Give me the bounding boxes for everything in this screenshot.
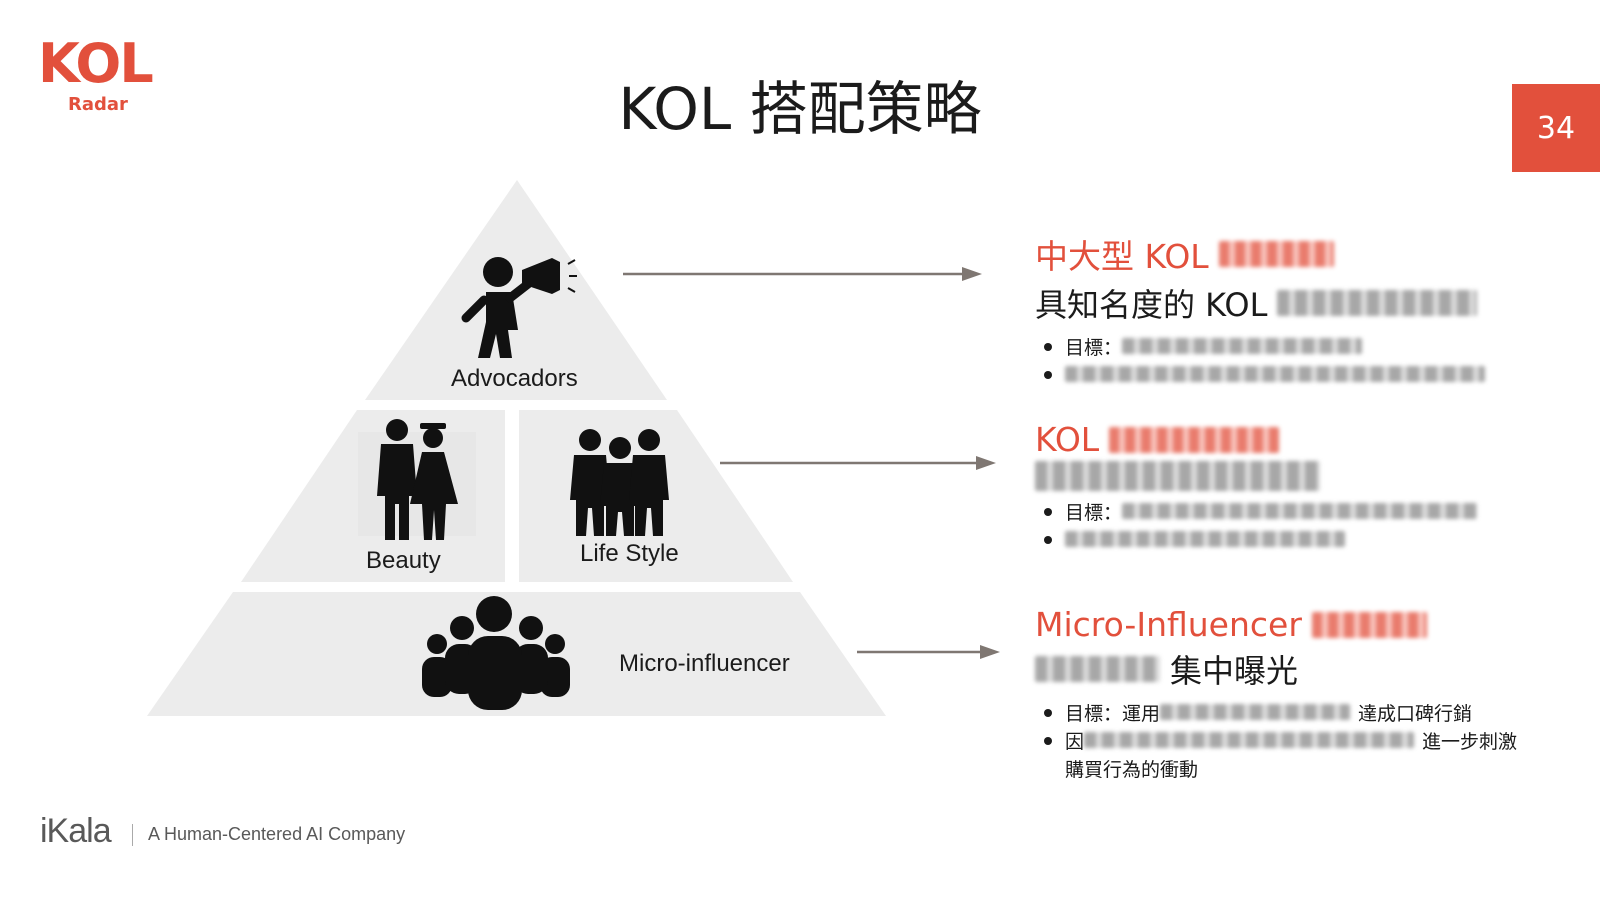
heading-text: Micro-Influencer (1035, 605, 1302, 644)
redacted-text (1122, 338, 1363, 354)
tier-label-micro-influencer: Micro-influencer (619, 650, 790, 677)
logo-subtitle: Radar (68, 94, 128, 115)
bullet-text: 達成口碑行銷 (1358, 702, 1473, 725)
heading-text: KOL (1035, 420, 1100, 459)
bullet-list: 目標： (1035, 332, 1485, 388)
arrow-advocadors (623, 267, 982, 281)
heading-text: 中大型 KOL (1035, 237, 1209, 276)
footer-divider (132, 824, 133, 846)
block-heading: Micro-Influencer (1035, 605, 1517, 644)
list-item: 目標： (1035, 497, 1478, 525)
redacted-text (1035, 656, 1160, 682)
logo-word: KOL (38, 32, 154, 95)
page-title: KOL 搭配策略 (618, 75, 982, 143)
bullet-text: 目標：運用 (1065, 702, 1161, 725)
block-heading: KOL (1035, 420, 1477, 459)
bullet-list: 目標：運用 達成口碑行銷 因 進一步刺激 (1035, 698, 1517, 754)
block-subheading: 具知名度的 KOL (1035, 280, 1485, 326)
strategy-block-kol: KOL 目標： (1035, 420, 1478, 553)
ikala-logo: iKala (40, 812, 112, 850)
block-subheading: 集中曝光 (1035, 646, 1517, 692)
redacted-text (1160, 704, 1351, 720)
redacted-text (1311, 611, 1427, 638)
footer-tagline: A Human-Centered AI Company (148, 824, 406, 844)
tier-label-beauty: Beauty (366, 547, 441, 574)
list-item (1035, 360, 1485, 388)
friends-group-icon (570, 429, 669, 536)
bullet-continuation: 購買行為的衝動 (1065, 758, 1199, 781)
list-item: 因 進一步刺激 (1035, 726, 1517, 754)
megaphone-person-icon (461, 257, 577, 358)
redacted-text (1065, 366, 1485, 382)
subheading-text: 集中曝光 (1170, 652, 1299, 690)
redacted-text (1035, 461, 1320, 491)
redacted-text (1218, 241, 1334, 267)
block-heading: 中大型 KOL (1035, 230, 1485, 278)
bullet-text: 進一步刺激 (1422, 730, 1518, 753)
arrow-beauty-lifestyle (720, 456, 996, 470)
redacted-text (1277, 290, 1478, 316)
tier-label-advocadors: Advocadors (451, 365, 578, 392)
redacted-text (1109, 426, 1280, 453)
tier-label-lifestyle: Life Style (580, 540, 679, 567)
list-item: 目標：運用 達成口碑行銷 (1035, 698, 1517, 726)
strategy-block-micro-influencer: Micro-Influencer 集中曝光 目標：運用 達成口碑行銷 因 進一步刺激… (1035, 605, 1517, 782)
redacted-text (1084, 732, 1415, 748)
bullet-text: 因 (1065, 730, 1085, 753)
block-subheading (1035, 461, 1477, 491)
page-number-badge: 34 (1512, 84, 1600, 172)
strategy-block-large-kol: 中大型 KOL 具知名度的 KOL 目標： (1035, 230, 1485, 388)
arrow-micro-influencer (857, 645, 1000, 659)
subheading-text: 具知名度的 KOL (1035, 286, 1268, 324)
bullet-text: 目標： (1065, 336, 1123, 359)
crowd-icon (422, 596, 570, 710)
redacted-text (1065, 531, 1345, 547)
list-item: 目標： (1035, 332, 1485, 360)
bullet-list: 目標： (1035, 497, 1478, 553)
bullet-text: 目標： (1065, 501, 1123, 524)
couple-icon (358, 419, 476, 540)
redacted-text (1122, 503, 1478, 519)
kol-radar-logo: KOL Radar (38, 34, 168, 120)
list-item (1035, 525, 1477, 553)
